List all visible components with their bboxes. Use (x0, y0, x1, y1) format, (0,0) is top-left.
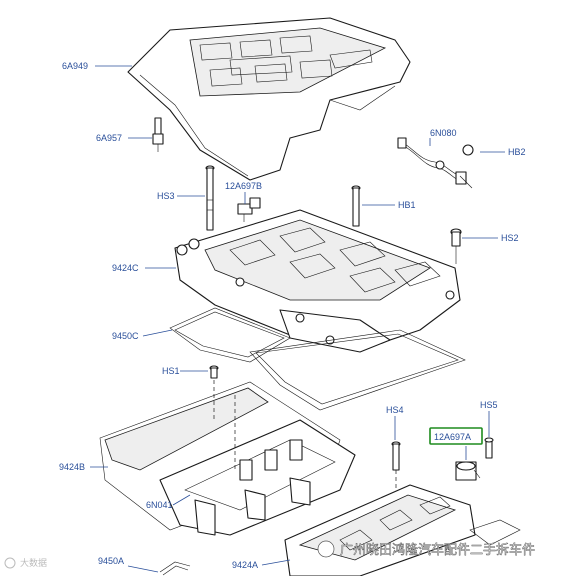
label-12A697A: 12A697A (434, 432, 471, 442)
label-9424C: 9424C (112, 263, 139, 273)
sensor-12A697A (455, 461, 481, 481)
leader-lines (90, 65, 505, 573)
bolt-HS3 (205, 165, 215, 231)
label-9450C: 9450C (112, 331, 139, 341)
bolt-HS2 (450, 228, 462, 264)
label-HS3: HS3 (157, 191, 175, 201)
engine-cover (127, 17, 411, 181)
label-HB2: HB2 (508, 147, 526, 157)
label-9424A: 9424A (232, 560, 258, 570)
cam-cover-9424B (99, 380, 356, 536)
label-HS4: HS4 (386, 405, 404, 415)
label-6N041: 6N041 (146, 500, 173, 510)
wiring-harness-6N080 (397, 137, 474, 189)
label-9450A: 9450A (98, 556, 124, 566)
sensor-12A697B (237, 197, 261, 222)
gasket-9450A (159, 561, 191, 576)
label-HS5: HS5 (480, 400, 498, 410)
watermark-logo-icon (4, 557, 16, 569)
bolt-HS5 (484, 437, 494, 459)
watermark-left: 大数据 (4, 557, 47, 569)
label-6N080: 6N080 (430, 128, 457, 138)
label-12A697B: 12A697B (225, 181, 262, 191)
watermark-left-text: 大数据 (20, 557, 47, 569)
watermark-right-text: 广州晓田鸿隆汽车配件二手拆车件 (340, 542, 535, 558)
label-HS1: HS1 (162, 366, 180, 376)
stud-6A957 (152, 117, 164, 152)
highlight-box (429, 427, 483, 445)
gasket-9450C (169, 307, 466, 411)
watermark-right: 广州晓田鸿隆汽车配件二手拆车件 (317, 540, 535, 558)
watermark-icon (317, 540, 335, 558)
cam-cover-9424C (174, 209, 461, 353)
label-6A949: 6A949 (62, 61, 88, 71)
part-labels: 6A949 6A957 6N080 HB2 HS3 12A697B HB1 HS… (59, 61, 526, 570)
label-HB1: HB1 (398, 200, 416, 210)
bolt-HB1 (351, 185, 361, 227)
label-HS2: HS2 (501, 233, 519, 243)
bolt-HS1 (209, 365, 219, 379)
label-6A957: 6A957 (96, 133, 122, 143)
label-9424B: 9424B (59, 462, 85, 472)
